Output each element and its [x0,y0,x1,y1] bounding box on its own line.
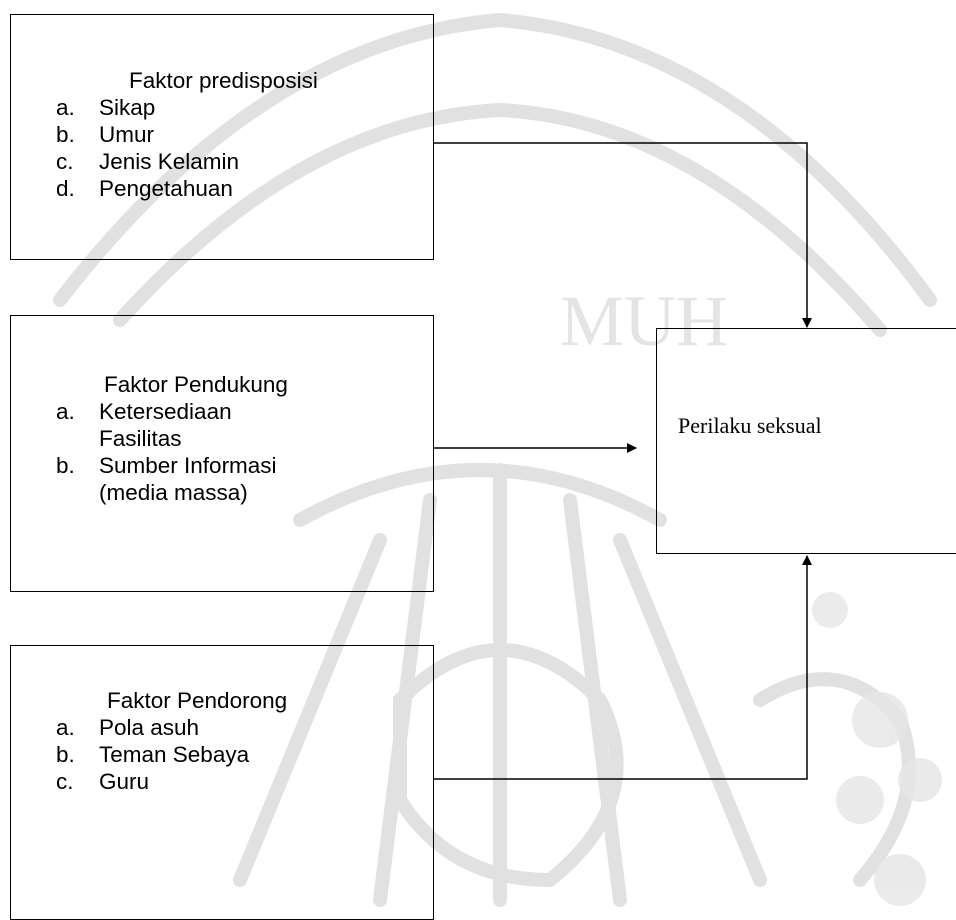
list-item-text: Umur [99,122,154,147]
list-marker: a. [56,399,75,424]
list-item-text-continued: Fasilitas [99,426,182,451]
outcome-box: Perilaku seksual [656,328,956,554]
box-title: Faktor Pendorong [107,688,288,713]
list-item: b. Umur [56,121,239,148]
list-item-text: Sikap [99,95,156,120]
list-marker: a. [56,95,75,120]
list-marker: b. [56,742,75,767]
connector-reinforcing-arrow [434,555,812,780]
box-title: Faktor predisposisi [129,68,318,93]
list-marker: d. [56,176,75,201]
list-item-text: Guru [99,769,150,794]
list-item-text: Pola asuh [99,715,200,740]
predisposing-factors-box: Faktor predisposisi a. Sikap b. Umur c. Jen… [10,14,434,260]
factor-list: a. Sikap b. Umur c. Jenis Kelamin d. Pengeta… [56,94,239,202]
list-item-text: Pengetahuan [99,176,233,201]
list-item-text: Ketersediaan [99,399,232,424]
list-item: c. Jenis Kelamin [56,148,239,175]
outcome-label: Perilaku seksual [678,413,822,438]
list-item: b. Sumber Informasi(media massa) [56,452,277,506]
factor-list: a. Pola asuh b. Teman Sebaya c. Guru [56,714,249,795]
list-marker: b. [56,122,75,147]
box-title: Faktor Pendukung [104,372,288,397]
list-item: a. Sikap [56,94,239,121]
list-item-text-continued: (media massa) [99,480,248,505]
svg-text:MUH: MUH [560,281,728,361]
list-item: b. Teman Sebaya [56,741,249,768]
list-marker: a. [56,715,75,740]
list-marker: c. [56,769,74,794]
list-marker: b. [56,453,75,478]
list-item-text: Sumber Informasi [99,453,277,478]
list-item: c. Guru [56,768,249,795]
list-item-text: Jenis Kelamin [99,149,240,174]
connector-predisposing-arrow [434,142,812,328]
list-item: a. Pola asuh [56,714,249,741]
list-item-text: Teman Sebaya [99,742,250,767]
list-marker: c. [56,149,74,174]
list-item: d. Pengetahuan [56,175,239,202]
